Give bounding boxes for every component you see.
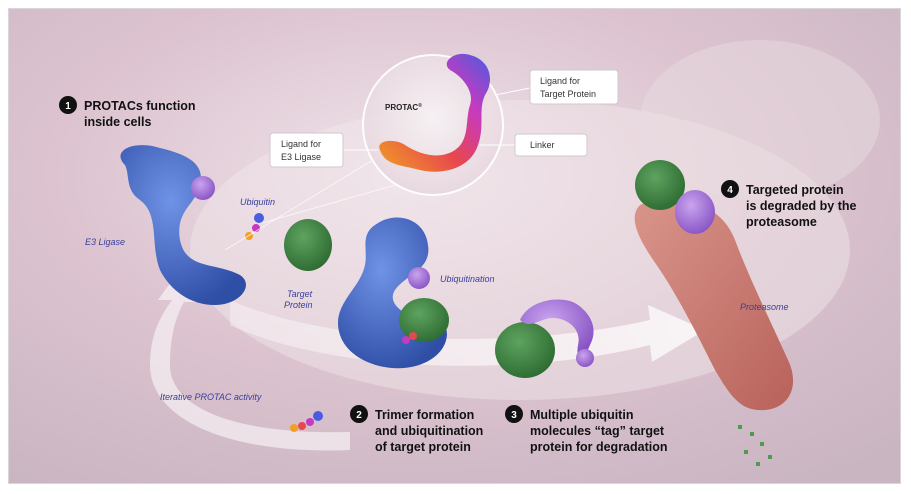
- svg-text:PROTACs function: PROTACs function: [84, 99, 196, 113]
- svg-text:E3 Ligase: E3 Ligase: [281, 152, 321, 162]
- e3-ligase-protein: [120, 145, 246, 305]
- tagged-protein: [495, 299, 594, 378]
- ubiquitin-label: Ubiquitin: [240, 197, 275, 207]
- trimer-complex: [337, 217, 449, 369]
- bg-haze: [640, 40, 880, 200]
- protac-small-recycled: [290, 411, 323, 432]
- protac-label: PROTAC®: [385, 102, 422, 112]
- svg-text:3: 3: [511, 410, 517, 421]
- step-4: 4 Targeted protein is degraded by the pr…: [721, 180, 856, 229]
- iterative-arrow: [150, 272, 350, 451]
- proteasome: [634, 160, 794, 466]
- proteasome-label: Proteasome: [740, 302, 789, 312]
- step-3: 3 Multiple ubiquitin molecules “tag” tar…: [505, 405, 668, 454]
- svg-text:molecules “tag” target: molecules “tag” target: [530, 424, 665, 438]
- svg-text:proteasome: proteasome: [746, 215, 817, 229]
- svg-text:4: 4: [727, 185, 733, 196]
- svg-text:Ligand for: Ligand for: [540, 76, 580, 86]
- svg-text:Ligand for: Ligand for: [281, 139, 321, 149]
- svg-text:2: 2: [356, 410, 362, 421]
- target-protein-label-1: Target: [287, 289, 313, 299]
- ubiquitination-label: Ubiquitination: [440, 274, 495, 284]
- svg-text:Trimer formation: Trimer formation: [375, 408, 474, 422]
- protac-lens: PROTAC®: [224, 53, 504, 251]
- svg-text:Targeted protein: Targeted protein: [746, 183, 844, 197]
- svg-text:Target Protein: Target Protein: [540, 89, 596, 99]
- ubiquitin-bound: [191, 176, 215, 200]
- svg-text:and ubiquitination: and ubiquitination: [375, 424, 483, 438]
- protac-molecule: [379, 53, 490, 172]
- svg-text:is degraded by the: is degraded by the: [746, 199, 856, 213]
- svg-text:inside cells: inside cells: [84, 115, 151, 129]
- svg-text:of target protein: of target protein: [375, 440, 471, 454]
- target-protein: [284, 219, 332, 271]
- callout-ligand-target: Ligand for Target Protein: [494, 69, 619, 105]
- svg-text:1: 1: [65, 101, 71, 112]
- svg-text:Linker: Linker: [530, 140, 555, 150]
- step-2: 2 Trimer formation and ubiquitination of…: [350, 405, 483, 454]
- iterative-label: Iterative PROTAC activity: [160, 392, 262, 402]
- callout-linker: Linker: [480, 133, 588, 157]
- target-protein-label-2: Protein: [284, 300, 313, 310]
- step-1: 1 PROTACs function inside cells: [59, 96, 196, 129]
- callout-ligand-e3: Ligand for E3 Ligase: [269, 132, 378, 168]
- svg-text:protein for degradation: protein for degradation: [530, 440, 668, 454]
- svg-text:Multiple ubiquitin: Multiple ubiquitin: [530, 408, 633, 422]
- e3-ligase-label: E3 Ligase: [85, 237, 125, 247]
